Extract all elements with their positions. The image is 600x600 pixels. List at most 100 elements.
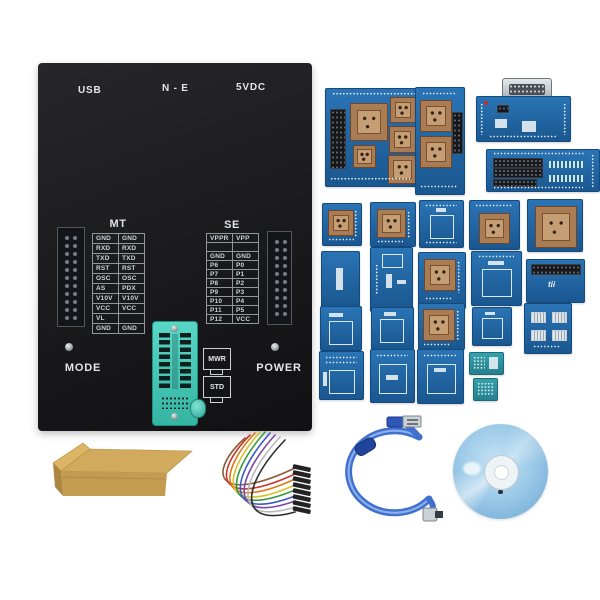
packaging-box xyxy=(52,442,193,496)
pin-cell: P5 xyxy=(233,306,259,315)
software-cd xyxy=(453,424,548,519)
zif-center-bar xyxy=(172,334,178,389)
pin-header xyxy=(422,92,456,95)
pin-cell: OSC xyxy=(93,274,119,284)
se-idc-connector xyxy=(267,231,292,325)
led-indicator xyxy=(484,101,488,105)
cd-center-hole xyxy=(494,465,509,480)
std-marking: STD xyxy=(203,376,231,403)
pin-cell: VPP xyxy=(233,234,259,243)
pin-header xyxy=(425,241,457,244)
silk-label xyxy=(436,208,446,212)
silk-label xyxy=(485,312,495,315)
adapter-qfp-footprint-board xyxy=(471,251,522,306)
pin-cell: TXD xyxy=(119,254,145,264)
dip-socket xyxy=(493,158,543,168)
plcc-socket xyxy=(377,209,406,238)
usb-cable xyxy=(345,415,443,522)
pin-header xyxy=(493,186,583,189)
adapter-plcc-board xyxy=(322,203,362,246)
plcc-socket xyxy=(535,206,577,248)
ti-logo: tii xyxy=(548,280,556,289)
pin-cell: P6 xyxy=(207,261,233,270)
adapter-small-sop-board xyxy=(469,352,504,375)
pin-header xyxy=(489,135,557,138)
plcc-socket xyxy=(390,97,416,123)
pin-header xyxy=(563,103,567,135)
qfp-outline xyxy=(379,364,407,394)
adapter-plcc-board xyxy=(418,252,466,309)
pin-cell: GND xyxy=(119,324,145,334)
pin-header xyxy=(425,204,457,207)
plcc-socket xyxy=(479,213,510,244)
adapter-qfp-footprint-board xyxy=(370,349,415,403)
adapter-plcc-board xyxy=(469,200,520,250)
pin-cell: VCC xyxy=(119,304,145,314)
silk-label xyxy=(397,280,406,284)
silk-label xyxy=(329,313,343,317)
plcc-socket xyxy=(350,103,388,141)
zif-screw-top xyxy=(171,325,178,332)
pin-cell: OSC xyxy=(119,274,145,284)
pin-header xyxy=(591,154,595,187)
mode-led xyxy=(65,343,73,351)
power-label: POWER xyxy=(256,362,302,374)
pin-cell: P1 xyxy=(233,270,259,279)
pin-cell: PDX xyxy=(119,284,145,294)
pin-cell: P7 xyxy=(207,270,233,279)
silk-label xyxy=(386,375,398,380)
pin-cell: VCC xyxy=(93,304,119,314)
pin-cell: RST xyxy=(93,264,119,274)
pin-socket-strip xyxy=(531,264,581,275)
qfp-outline xyxy=(329,370,355,394)
pin-header xyxy=(330,177,410,181)
pin-header xyxy=(533,345,561,348)
silk-label xyxy=(489,357,498,369)
pin-cell xyxy=(119,314,145,324)
adapter-qfp-footprint-board xyxy=(472,307,512,346)
adapter-qfp-footprint-board xyxy=(419,200,464,248)
pin-cell: P3 xyxy=(233,288,259,297)
pin-header xyxy=(325,361,357,364)
soic-socket xyxy=(552,312,567,323)
pin-header xyxy=(478,255,514,258)
adapter-qfp-footprint-board xyxy=(417,349,464,404)
adapter-plcc-board xyxy=(527,199,583,252)
adapter-dip-socket-board xyxy=(486,149,600,192)
smd-component xyxy=(497,105,509,113)
adapter-qfp-footprint-board xyxy=(371,307,414,350)
qfp-outline xyxy=(329,321,353,345)
pin-cell: P4 xyxy=(233,297,259,306)
plcc-socket xyxy=(328,210,354,236)
pin-header xyxy=(423,354,457,357)
pin-header xyxy=(475,204,513,207)
qfp-outline xyxy=(482,269,512,297)
cd-hub-ring xyxy=(484,455,519,490)
zif-socket xyxy=(152,321,198,426)
pin-cell: P8 xyxy=(207,279,233,288)
pin-cell: GND xyxy=(93,324,119,334)
pin-header xyxy=(328,238,354,241)
silk-label xyxy=(384,312,396,316)
pin-header xyxy=(456,310,460,340)
adapter-soic-sockets-board xyxy=(524,303,572,354)
pin-header xyxy=(480,103,484,135)
adapter-multi-plcc-board xyxy=(325,88,427,187)
pin-cell: P12 xyxy=(207,315,233,324)
pin-cell: VCC xyxy=(233,315,259,324)
qfp-outline xyxy=(430,215,454,239)
smd-component xyxy=(522,121,536,132)
pin-header xyxy=(332,92,418,96)
adapter-blank-board xyxy=(321,251,360,308)
silk-label xyxy=(434,368,446,372)
pin-header xyxy=(493,152,585,155)
pin-cell: P10 xyxy=(207,297,233,306)
pin-cell: V10V xyxy=(93,294,119,304)
usb-a-connector xyxy=(386,415,422,428)
plcc-socket xyxy=(389,126,416,153)
adapter-tiny-board xyxy=(473,378,498,401)
plcc-socket xyxy=(353,145,376,168)
